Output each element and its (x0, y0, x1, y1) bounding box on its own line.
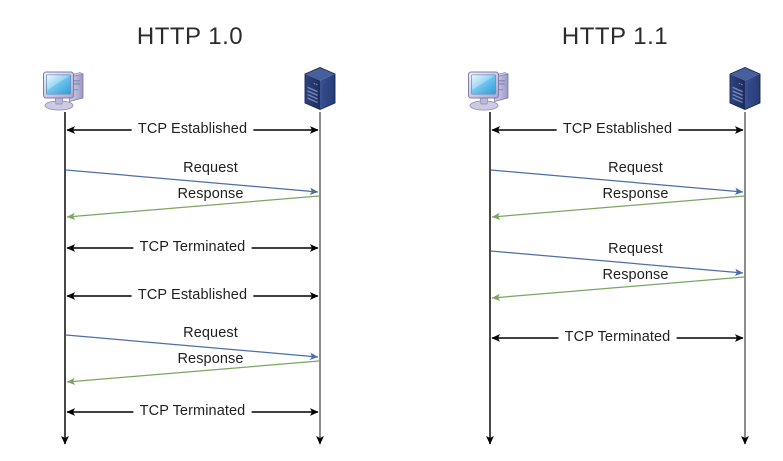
msg-http11-0-label: TCP Established (562, 121, 673, 137)
msg-http11-3-request-arrow (490, 250, 744, 276)
msg-http10-4-label: TCP Established (137, 287, 248, 303)
msg-http10-6-label: Response (177, 351, 244, 367)
msg-http10-1-request-arrow (65, 169, 319, 195)
msg-http11-2-label: Response (602, 186, 669, 202)
diagram-title-http10: HTTP 1.0 (136, 23, 244, 50)
msg-http10-0-label: TCP Established (137, 121, 248, 137)
msg-http10-3-label: TCP Terminated (139, 239, 246, 255)
desktop-computer-icon (467, 68, 513, 112)
msg-http11-1-request-arrow (490, 169, 744, 195)
msg-http11-4-label: Response (602, 267, 669, 283)
msg-http10-6-response-arrow (66, 360, 320, 385)
msg-http10-2-label: Response (177, 186, 244, 202)
msg-http10-1-label: Request (183, 160, 238, 176)
msg-http10-2-response-arrow (66, 195, 320, 220)
msg-http10-5-label: Request (183, 325, 238, 341)
diagram-title-http11: HTTP 1.1 (561, 23, 669, 50)
msg-http11-5-label: TCP Terminated (564, 329, 671, 345)
msg-http10-5-request-arrow (65, 334, 319, 360)
server-rack-icon (725, 64, 765, 114)
msg-http11-2-response-arrow (491, 195, 745, 220)
msg-http11-3-label: Request (608, 241, 663, 257)
server-rack-icon (300, 64, 340, 114)
msg-http11-1-label: Request (608, 160, 663, 176)
msg-http10-7-label: TCP Terminated (139, 403, 246, 419)
msg-http11-4-response-arrow (491, 276, 745, 301)
desktop-computer-icon (42, 68, 88, 112)
